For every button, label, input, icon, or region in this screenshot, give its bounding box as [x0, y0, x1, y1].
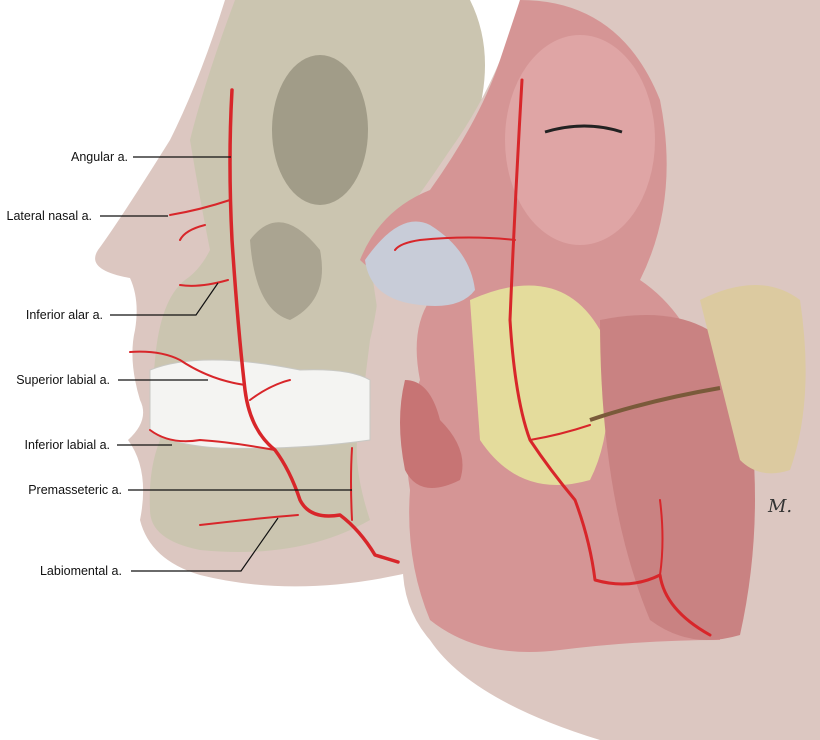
label-text: Angular a.	[71, 150, 128, 164]
nose-tip	[365, 221, 475, 306]
orbicularis-oculi	[505, 35, 655, 245]
leader-line	[110, 282, 219, 316]
parotid-gland	[700, 285, 806, 474]
label-lateral-nasal: Lateral nasal a.	[7, 209, 168, 223]
label-text: Inferior alar a.	[26, 308, 103, 322]
parotid-duct	[589, 386, 721, 422]
label-text: Inferior labial a.	[25, 438, 110, 452]
label-inferior-labial: Inferior labial a.	[25, 438, 172, 452]
nasal-cavity	[250, 222, 322, 320]
label-inferior-alar: Inferior alar a.	[26, 282, 219, 322]
label-text: Superior labial a.	[16, 373, 110, 387]
teeth	[149, 359, 371, 449]
arteries-right	[394, 78, 712, 637]
label-text: Premasseteric a.	[28, 483, 122, 497]
closed-eye	[544, 124, 623, 134]
buccal-fat	[470, 285, 608, 485]
lips	[400, 380, 463, 488]
label-superior-labial: Superior labial a.	[16, 373, 208, 387]
artist-signature: M.	[767, 496, 792, 517]
label-text: Labiomental a.	[40, 564, 122, 578]
masseter	[600, 315, 755, 640]
orbit	[272, 55, 368, 205]
label-premasseteric: Premasseteric a.	[28, 483, 352, 497]
leader-line	[131, 517, 279, 572]
label-angular: Angular a.	[71, 150, 231, 164]
label-text: Lateral nasal a.	[7, 209, 92, 223]
arteries-left	[129, 88, 400, 564]
label-labiomental: Labiomental a.	[40, 517, 279, 578]
